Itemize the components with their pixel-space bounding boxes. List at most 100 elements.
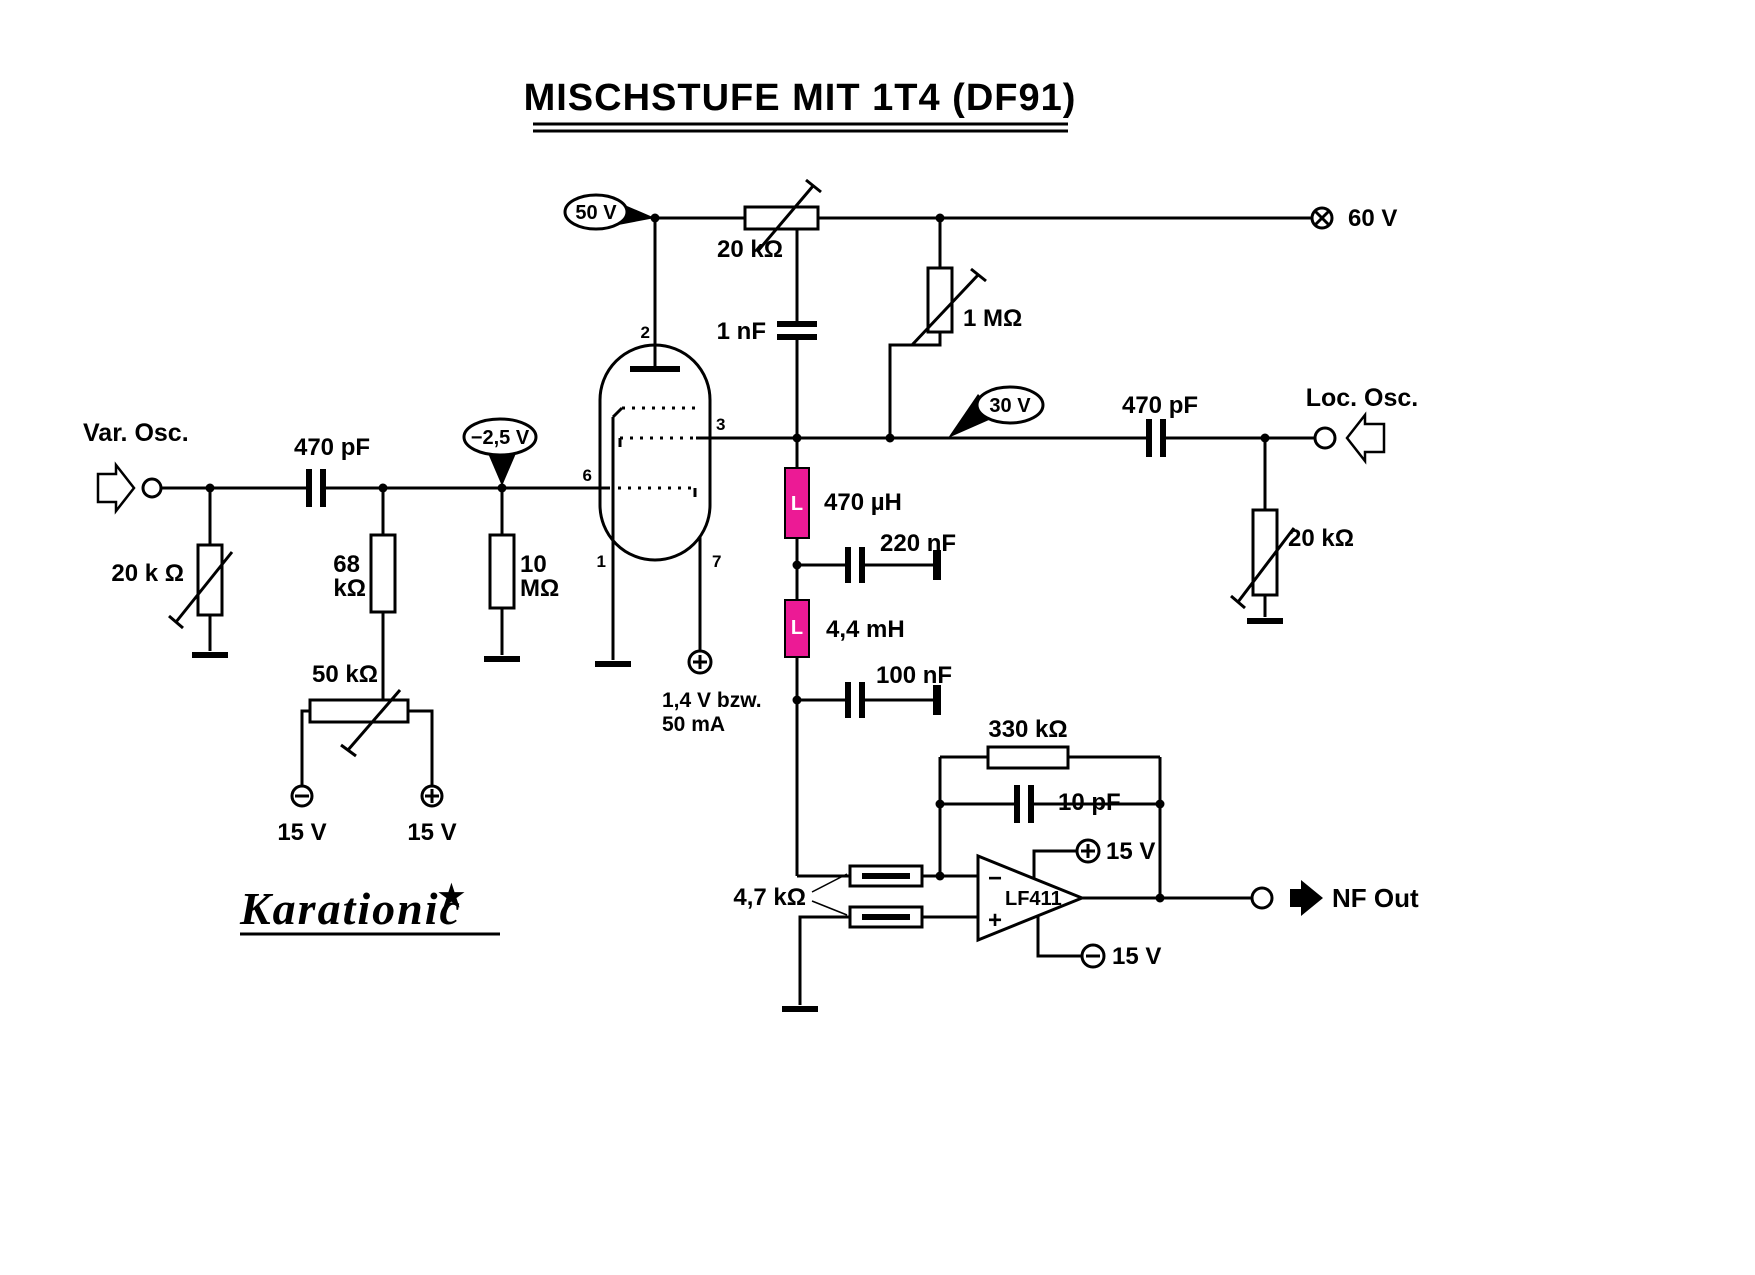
resistor-body — [986, 745, 1070, 770]
potentiometer-20k-top: 20 kΩ — [717, 178, 822, 263]
label-l470uh: 470 µH — [824, 489, 902, 516]
label-c1nf: 1 nF — [717, 318, 766, 345]
inductor-4-4mh: L 4,4 mH — [784, 599, 905, 658]
junction-dot — [935, 213, 945, 223]
ground-symbol — [1247, 618, 1283, 624]
logo: Karationic ★ — [239, 880, 500, 936]
opamp-body — [976, 853, 1087, 943]
resistor-68k: 68 kΩ — [333, 488, 397, 700]
cap-plate — [845, 682, 851, 718]
ground-symbol — [484, 656, 520, 662]
terminal-cross — [1313, 209, 1331, 227]
label-50v: 50 V — [575, 202, 617, 224]
terminal-circle-icon — [141, 477, 163, 499]
label-r68k-2: kΩ — [333, 575, 366, 602]
label-heater-1: 1,4 V bzw. — [662, 689, 762, 712]
logo-star-icon: ★ — [438, 880, 465, 913]
terminal-circle-icon — [1313, 426, 1337, 450]
junction-dot — [205, 483, 215, 493]
resistor-body — [369, 533, 397, 614]
label-c470pf-right: 470 pF — [1122, 392, 1198, 419]
resistor-10meg: 10 MΩ — [484, 488, 559, 662]
opamp-lf411: − + LF411 15 V 15 V — [976, 838, 1161, 970]
potentiometer-20k-right: 20 kΩ — [1230, 438, 1354, 624]
supply-rail-60v: 60 V — [655, 205, 1397, 232]
label-60v: 60 V — [1348, 205, 1397, 232]
label-r50k: 50 kΩ — [312, 661, 378, 688]
resistor-body — [926, 266, 954, 334]
label-nf-out: NF Out — [1332, 883, 1419, 913]
pin-2-label: 2 — [641, 323, 650, 342]
wiper-tick — [340, 743, 357, 758]
label-loc-osc: Loc. Osc. — [1306, 384, 1419, 412]
balloon-50v: 50 V — [563, 193, 655, 231]
cap-plate — [777, 321, 817, 327]
wiper-arrow — [346, 689, 402, 751]
label-r1meg: 1 MΩ — [963, 305, 1022, 332]
potentiometer-1meg: 1 MΩ — [888, 218, 1022, 438]
balloon-body — [462, 417, 538, 457]
label-15v-neg: 15 V — [277, 819, 326, 846]
label-var-osc: Var. Osc. — [83, 419, 189, 447]
label-r20k-left: 20 k Ω — [111, 560, 184, 587]
label-c470pf-left: 470 pF — [294, 434, 370, 461]
ground-symbol — [192, 652, 228, 658]
wiper-tick — [1230, 594, 1246, 610]
junction-dot — [792, 695, 802, 705]
input-arrow-icon — [1345, 411, 1386, 465]
output-arrow-icon — [1290, 880, 1323, 916]
pin-1-label: 1 — [597, 552, 606, 571]
input-arrow-icon — [96, 461, 136, 515]
opamp-inverting-input: − — [988, 865, 1002, 892]
wiper-arrow — [174, 551, 234, 623]
inductor-L-symbol: L — [791, 493, 803, 515]
capacitor-1nf: 1 nF — [717, 229, 817, 468]
pin-7-label: 7 — [712, 552, 721, 571]
grid-hook — [611, 406, 624, 419]
leader-line — [811, 900, 848, 916]
junction-dot — [885, 433, 895, 443]
junction-dot — [935, 871, 945, 881]
pin-6-label: 6 — [583, 466, 592, 485]
ground-symbol — [782, 1006, 818, 1012]
capacitor-100nf: 100 nF — [797, 662, 952, 718]
terminal-bar — [933, 550, 941, 580]
potentiometer-20k-left: 20 k Ω — [111, 488, 234, 658]
opamp-label: LF411 — [1005, 888, 1062, 910]
wiper-arrow — [910, 273, 980, 347]
resistor-body — [308, 698, 410, 724]
junction-dot — [792, 433, 802, 443]
label-r330k: 330 kΩ — [988, 716, 1067, 743]
wiper-tick — [805, 178, 822, 194]
cap-plate — [1028, 785, 1034, 823]
junction-dot — [378, 483, 388, 493]
page-title: MISCHSTUFE MIT 1T4 (DF91) — [524, 77, 1077, 119]
resistor-fill-bar — [862, 873, 910, 879]
resistor-body — [488, 533, 516, 610]
pin-3-label: 3 — [716, 415, 725, 434]
resistor-4-7k-upper — [797, 864, 978, 888]
junction-dot — [935, 799, 945, 809]
cap-plate — [1146, 419, 1152, 457]
wire — [1032, 849, 1077, 878]
leader-line — [811, 873, 848, 893]
logo-text: Karationic — [239, 883, 462, 934]
label-minus-2-5v: −2,5 V — [471, 427, 530, 449]
wire — [300, 709, 310, 786]
junction-dots — [205, 213, 1270, 903]
wire — [888, 332, 942, 438]
label-heater-2: 50 mA — [662, 713, 725, 736]
junction-dot — [1155, 893, 1165, 903]
resistor-body — [743, 205, 820, 231]
capacitor-470pf-left: 470 pF — [294, 434, 610, 507]
label-15v-amp-neg: 15 V — [1112, 943, 1161, 970]
label-r68k-1: 68 — [333, 551, 360, 578]
title-block: MISCHSTUFE MIT 1T4 (DF91) — [524, 77, 1077, 133]
label-4-7k-group: 4,7 kΩ — [733, 873, 848, 916]
cap-plate — [1014, 785, 1020, 823]
junction-dot — [650, 213, 660, 223]
wiper-tick — [970, 267, 987, 283]
cap-plate — [1160, 419, 1166, 457]
wire — [1036, 916, 1082, 958]
